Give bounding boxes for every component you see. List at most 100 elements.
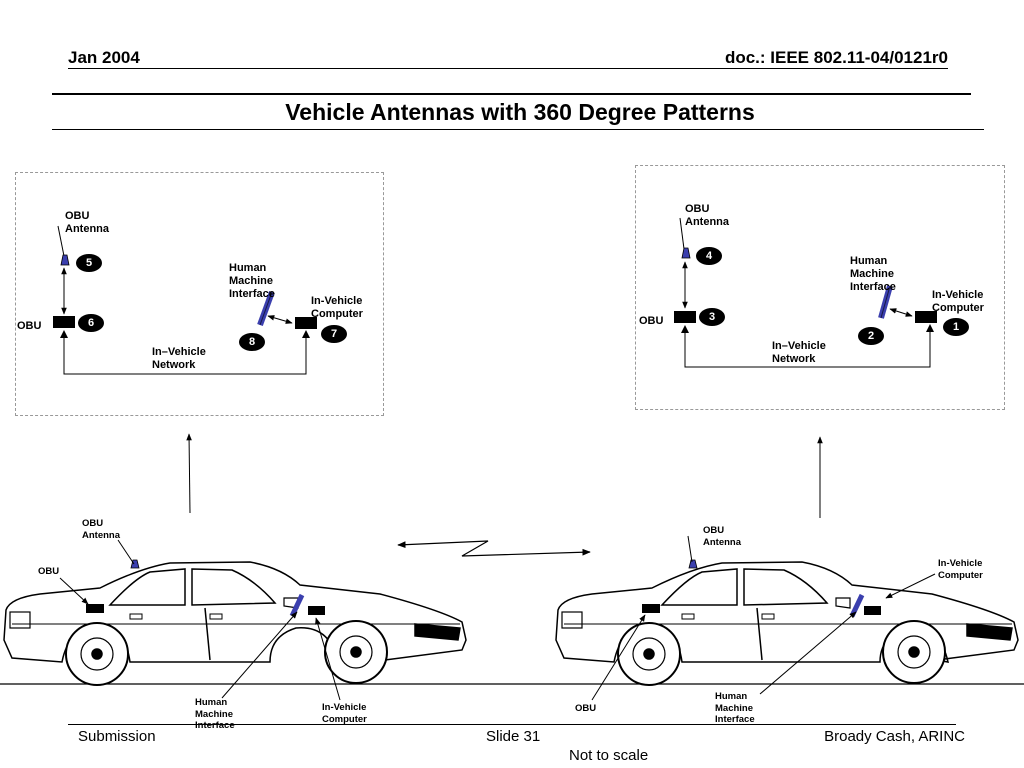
right-box-schematic [674,217,969,368]
left-box-hmi-label: Human Machine Interface [229,262,275,300]
left-car-obu-label: OBU [38,566,60,577]
right-car-front-hub [897,635,931,669]
left-badge-5: 5 [85,257,93,269]
left-car-handle-front [209,613,223,620]
left-car-obu-leader [59,577,89,605]
left-car-computer-label: In-Vehicle Computer [322,702,367,725]
left-car-hmi-label: Human Machine Interface [195,697,235,731]
right-car-handle-rear [681,613,695,620]
left-antenna-lead [57,225,65,257]
right-car-taillight [561,611,583,629]
left-badge-6: 6 [87,317,95,329]
left-badge-8-shape [239,333,265,351]
footer-submission: Submission [78,728,156,745]
right-network-line [684,325,931,368]
left-car-rear-axle [91,648,103,660]
right-car-window-rear [660,568,738,606]
vehicle-to-vehicle-link [397,540,591,557]
left-car-antenna-label: OBU Antenna [82,518,120,541]
right-antenna-lead [679,217,685,250]
right-car-grille [966,623,1013,641]
left-box-antenna-label: OBU Antenna [65,210,109,235]
right-car-obu-unit [642,604,660,613]
left-box-obu-unit [53,316,75,328]
right-car-illustration [555,561,1019,686]
right-badge-3: 3 [708,311,716,323]
left-network-line [63,331,307,375]
right-car-door-line [756,607,763,661]
left-hmi-bar-edge [259,291,273,326]
left-car-taillight [9,611,31,629]
right-badge-4: 4 [705,250,713,262]
title-rule-bottom [52,129,984,130]
right-network-arrow-obu [681,325,689,333]
left-car-hmi-leader [221,611,298,699]
right-car-computer-unit [864,606,881,615]
left-box-computer-label: In-Vehicle Computer [311,295,363,320]
left-hmi-link [267,315,293,324]
right-box-hmi-label: Human Machine Interface [850,255,896,293]
header-date: Jan 2004 [68,48,140,67]
left-badge-5-shape [76,254,102,272]
right-box-computer-label: In-Vehicle Computer [932,289,984,314]
right-car-handle-front [761,613,775,620]
right-badge-1: 1 [952,321,960,333]
footer-rule [68,724,956,725]
left-network-arrow-computer [302,330,310,338]
page-title: Vehicle Antennas with 360 Degree Pattern… [285,99,755,125]
right-badge-4-shape [696,247,722,265]
footer-slide-number: Slide 31 [486,728,541,745]
right-car-antenna-leader [687,535,693,563]
right-car-rear-hub [632,637,666,671]
right-hmi-link [889,308,913,317]
right-box-network-label: In–Vehicle Network [772,340,826,365]
right-box-antenna-icon [681,247,691,259]
header-rule [68,68,948,69]
right-car-mirror [835,597,851,609]
left-car-computer-unit [308,606,325,615]
right-badge-2: 2 [867,330,875,342]
left-car-illustration [3,561,467,686]
left-badge-7-shape [321,325,347,343]
right-car-hmi-leader [759,611,857,695]
right-box-obu-label: OBU [639,315,664,327]
left-box-computer-unit [295,317,317,329]
left-box-schematic [53,225,347,375]
left-car-antenna-leader [117,539,135,565]
right-box-antenna-label: OBU Antenna [685,203,729,228]
header-doc-id: doc.: IEEE 802.11-04/0121r0 [724,48,948,67]
right-badge-1-shape [943,318,969,336]
left-box-antenna-icon [60,254,70,266]
right-car-obu-label: OBU [575,703,597,714]
right-hmi-bar-edge [880,285,891,319]
left-car-computer-leader [315,617,341,701]
left-car-grille [414,623,461,641]
left-car-window-front [191,568,277,606]
title-rule-top [52,93,971,95]
right-badge-2-shape [858,327,884,345]
right-car-antenna-icon [688,559,698,569]
left-car-front-hub [339,635,373,669]
right-box-obu-unit [674,311,696,323]
left-badge-6-shape [78,314,104,332]
right-network-arrow-computer [926,324,934,332]
left-network-arrow-obu [60,330,68,338]
left-box-network-label: In–Vehicle Network [152,346,206,371]
right-car-antenna-label: OBU Antenna [703,525,741,548]
scale-note: Not to scale [569,747,649,764]
left-badge-8: 8 [248,336,256,348]
left-car-obu-unit [86,604,104,613]
left-car-door-line [204,607,211,661]
right-box-computer-unit [915,311,937,323]
right-car-front-axle [908,646,920,658]
footer-author: Broady Cash, ARINC [824,728,965,745]
left-box-obu-label: OBU [17,320,42,332]
right-vehicle-detail-box [635,165,1005,410]
left-vehicle-detail-box [15,172,384,416]
left-badge-7: 7 [330,328,338,340]
left-car-handle-rear [129,613,143,620]
left-car-window-rear [108,568,186,606]
left-zoom-arrow [186,433,192,514]
right-car-obu-leader [591,614,646,701]
